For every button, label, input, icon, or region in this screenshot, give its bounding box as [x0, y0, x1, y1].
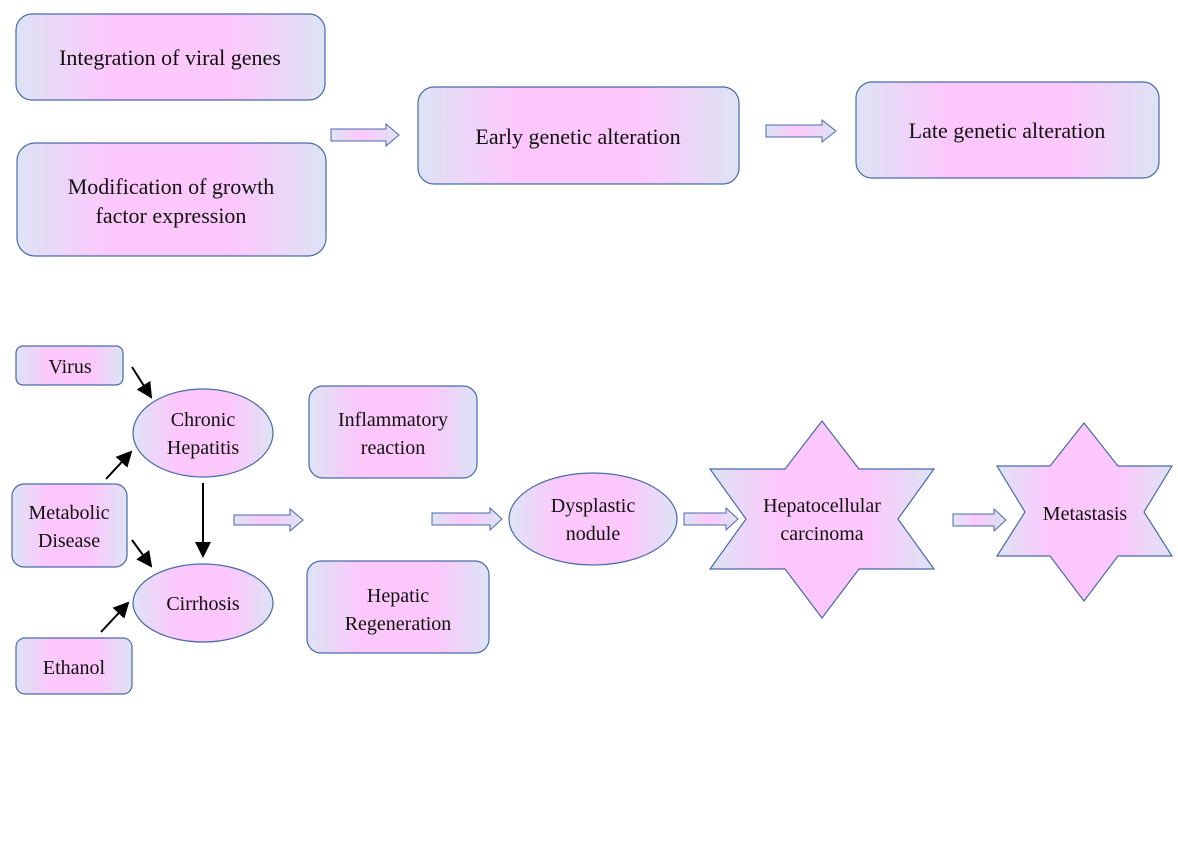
modification-label-line2: factor expression [96, 203, 247, 228]
modification-growth-factor-box: Modification of growth factor expression [16, 142, 327, 257]
inflammatory-reaction-box: Inflammatory reaction [308, 385, 478, 479]
block-arrow-to-early [330, 122, 400, 148]
block-arrow-to-hcc [683, 506, 739, 532]
integration-label: Integration of viral genes [59, 45, 281, 70]
dysplastic-label-line1: Dysplastic [551, 495, 636, 517]
block-arrow-to-dysplastic [431, 506, 503, 532]
cirrhosis-ellipse: Cirrhosis [132, 563, 274, 643]
dysplastic-label-line2: nodule [566, 523, 621, 545]
arrow-virus-to-hepatitis [131, 366, 153, 399]
dysplastic-nodule-ellipse: Dysplastic nodule [508, 472, 678, 566]
arrow-ethanol-to-cirrhosis [100, 601, 130, 633]
arrow-metabolic-to-hepatitis [105, 450, 133, 480]
hcc-label-line2: carcinoma [780, 523, 863, 545]
virus-label: Virus [48, 356, 91, 378]
ethanol-label: Ethanol [43, 657, 106, 679]
early-genetic-alteration-box: Early genetic alteration [417, 86, 740, 185]
metabolic-disease-box: Metabolic Disease [11, 483, 128, 568]
hcc-star: Hepatocellular carcinoma [708, 420, 936, 619]
early-label: Early genetic alteration [475, 124, 680, 149]
late-genetic-alteration-box: Late genetic alteration [855, 81, 1160, 179]
chronic-hepatitis-ellipse: Chronic Hepatitis [132, 388, 274, 478]
integration-viral-genes-box: Integration of viral genes [15, 13, 326, 101]
hepatic-regeneration-box: Hepatic Regeneration [306, 560, 490, 654]
chronic-label-line2: Hepatitis [167, 437, 239, 459]
modification-label-line1: Modification of growth [68, 174, 275, 199]
block-arrow-to-late [765, 118, 837, 144]
regeneration-label-line1: Hepatic [367, 585, 429, 607]
chronic-label-line1: Chronic [171, 409, 236, 431]
block-arrow-to-reactions [233, 507, 304, 533]
hcc-label-line1: Hepatocellular [763, 495, 881, 517]
metastasis-label: Metastasis [1043, 503, 1128, 525]
inflammatory-label-line2: reaction [361, 437, 425, 459]
regeneration-label-line2: Regeneration [345, 613, 452, 635]
metabolic-label-line1: Metabolic [28, 502, 109, 524]
arrow-metabolic-to-cirrhosis [131, 539, 153, 568]
ethanol-box: Ethanol [15, 637, 133, 695]
virus-box: Virus [15, 345, 124, 386]
inflammatory-label-line1: Inflammatory [338, 409, 448, 431]
metastasis-star: Metastasis [995, 422, 1174, 602]
late-label: Late genetic alteration [909, 118, 1106, 143]
metabolic-label-line2: Disease [38, 530, 100, 552]
block-arrow-to-metastasis [952, 507, 1007, 533]
cirrhosis-label: Cirrhosis [166, 593, 240, 615]
